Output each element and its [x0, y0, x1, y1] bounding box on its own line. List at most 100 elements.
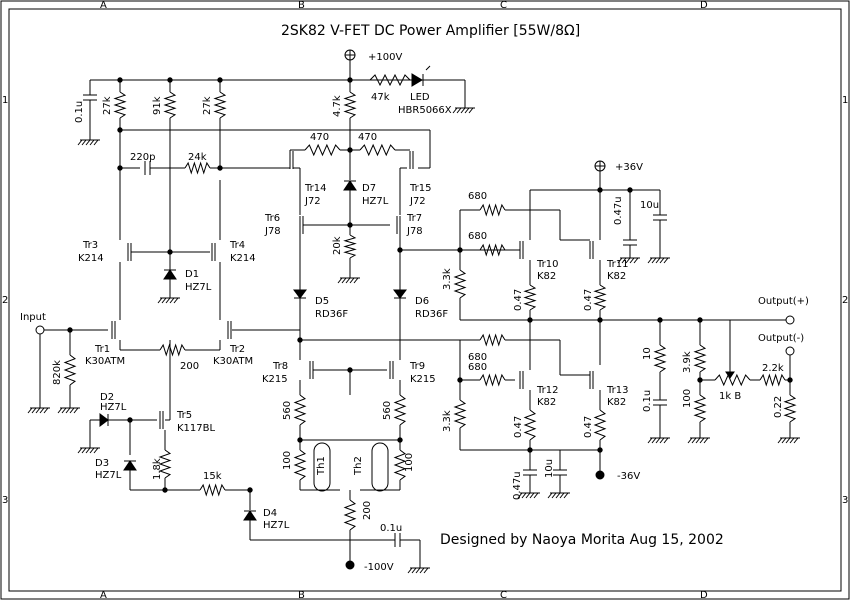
resistor-470-b — [359, 143, 396, 157]
resistor-047-a — [523, 284, 537, 311]
output-plus-terminal — [785, 315, 795, 325]
tr9-label: Tr9 — [409, 361, 425, 372]
col-label-d-bottom: D — [700, 590, 708, 600]
resistor-3k3-a — [453, 269, 467, 299]
rail-minus-36v-terminal — [595, 470, 605, 480]
tr10-label: Tr10 — [536, 259, 558, 270]
ground-symbol — [337, 277, 343, 284]
tr3-label: Tr3 — [82, 240, 98, 251]
d4-label: D4 — [263, 508, 277, 519]
diode-d3 — [123, 460, 137, 471]
d7-part-label: HZ7L — [362, 196, 389, 207]
designer-credit: Designed by Naoya Morita Aug 15, 2002 — [440, 532, 724, 548]
r-24k-label: 24k — [188, 152, 207, 163]
resistor-100-a — [293, 449, 307, 481]
ground-symbol — [633, 257, 639, 264]
tr12-part-label: K82 — [537, 397, 556, 408]
r-560-a-label: 560 — [282, 401, 293, 420]
resistor-27k-b — [213, 91, 227, 119]
junction-dot — [117, 77, 123, 83]
ground-symbol — [647, 257, 653, 264]
tr8-part-label: K215 — [262, 374, 288, 385]
r-680-b-label: 680 — [468, 231, 487, 242]
tr9-part-label: K215 — [410, 374, 436, 385]
r-200-th-label: 200 — [362, 501, 373, 520]
resistor-680-c — [479, 333, 506, 347]
tr10-part-label: K82 — [537, 271, 556, 282]
junction-dot — [217, 165, 223, 171]
junction-dot — [657, 317, 663, 323]
diode-d7 — [343, 180, 357, 191]
c-01u-a-label: 0.1u — [74, 101, 85, 123]
ground-symbol — [57, 407, 63, 414]
col-label-b-top: B — [298, 0, 305, 11]
r-3k9-label: 3.9k — [682, 351, 693, 373]
diode-d5 — [293, 289, 307, 299]
ground-symbol — [77, 139, 83, 146]
ground-symbol — [341, 277, 347, 284]
r-3k3-a-label: 3.3k — [442, 268, 453, 290]
r-27k-a-label: 27k — [102, 96, 113, 115]
d6-label: D6 — [415, 296, 429, 307]
row-label-1-left: 1 — [2, 95, 8, 106]
ground-symbol — [655, 257, 661, 264]
tr5-part-label: K117BL — [177, 423, 216, 434]
r-15k-label: 15k — [203, 471, 222, 482]
r-27k-b-label: 27k — [202, 96, 213, 115]
ground-symbol — [533, 492, 539, 499]
output-plus-label: Output(+) — [758, 296, 809, 307]
row-label-2-left: 2 — [2, 295, 8, 306]
led-symbol — [411, 73, 423, 87]
ground-symbol — [629, 257, 635, 264]
resistor-3k3-b — [453, 399, 467, 429]
resistor-4k7 — [343, 91, 357, 119]
diode-d4 — [243, 510, 257, 521]
ground-symbol — [625, 257, 631, 264]
resistor-3k9 — [693, 344, 707, 373]
thermistor-th2 — [371, 442, 389, 492]
ground-symbol — [777, 437, 783, 444]
ground-symbol — [651, 437, 657, 444]
ground-symbol — [781, 437, 787, 444]
ground-symbol — [464, 107, 470, 114]
row-label-2-right: 2 — [842, 295, 848, 306]
resistor-91k — [163, 91, 177, 119]
ground-symbol — [419, 567, 425, 574]
r-2k2-label: 2.2k — [762, 363, 784, 374]
ground-symbol — [460, 107, 466, 114]
ground-symbol — [173, 297, 179, 304]
junction-dot — [297, 337, 303, 343]
junction-dot — [787, 377, 793, 383]
components — [27, 49, 800, 574]
c-01u-c-label: 0.1u — [380, 523, 402, 534]
ground-symbol — [617, 257, 623, 264]
r-10-label: 10 — [642, 347, 653, 360]
rail-plus-100v: +100V — [368, 52, 402, 63]
tr4-part-label: K214 — [230, 253, 256, 264]
tr2-label: Tr2 — [229, 344, 245, 355]
ground-symbol — [81, 139, 87, 146]
diode-d1 — [163, 269, 177, 280]
ground-symbol — [89, 139, 95, 146]
ground-symbol — [61, 407, 67, 414]
tr7-label: Tr7 — [406, 213, 422, 224]
col-label-d-top: D — [700, 0, 708, 11]
row-label-1-right: 1 — [842, 95, 848, 106]
ground-symbol — [165, 297, 171, 304]
ground-symbol — [529, 492, 535, 499]
ground-symbol — [703, 437, 709, 444]
resistor-820k — [63, 354, 77, 386]
resistor-047-c — [523, 409, 537, 441]
resistor-15k — [199, 483, 226, 497]
ground-symbol — [452, 107, 458, 114]
ground-symbol — [161, 297, 167, 304]
row-label-3-right: 3 — [842, 495, 848, 506]
resistor-20k — [343, 234, 357, 259]
tr1-label: Tr1 — [94, 344, 110, 355]
d6-part-label: RD36F — [415, 309, 448, 320]
schematic-title: 2SK82 V-FET DC Power Amplifier [55W/8Ω] — [281, 23, 580, 39]
output-minus-label: Output(-) — [758, 333, 804, 344]
